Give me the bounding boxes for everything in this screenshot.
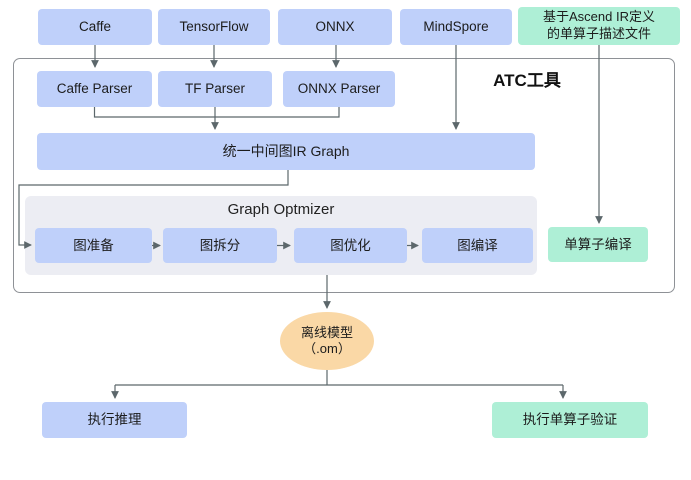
node-onnx-parser: ONNX Parser [283,71,395,107]
node-graph-optimize: 图优化 [294,228,407,263]
node-offline-model: 离线模型 （.om） [280,312,374,370]
atc-tool-container [13,58,675,293]
node-tensorflow: TensorFlow [158,9,270,45]
node-op-desc-file: 基于Ascend IR定义 的单算子描述文件 [518,7,680,45]
node-graph-compile: 图编译 [422,228,533,263]
node-mindspore: MindSpore [400,9,512,45]
op-desc-line1: 基于Ascend IR定义 [543,9,655,25]
node-graph-prepare: 图准备 [35,228,152,263]
node-caffe: Caffe [38,9,152,45]
node-caffe-parser: Caffe Parser [37,71,152,107]
atc-tool-title: ATC工具 [493,71,561,90]
node-graph-split: 图拆分 [163,228,277,263]
node-run-single-op-verify: 执行单算子验证 [492,402,648,438]
op-desc-line2: 的单算子描述文件 [546,26,651,41]
offline-model-line2: （.om） [303,341,351,356]
node-onnx: ONNX [278,9,392,45]
graph-optimizer-title: Graph Optmizer [227,201,335,218]
node-tf-parser: TF Parser [158,71,272,107]
offline-model-line1: 离线模型 [300,324,353,340]
node-single-op-compile: 单算子编译 [548,227,648,262]
node-ir-graph: 统一中间图IR Graph [37,133,535,170]
node-run-inference: 执行推理 [42,402,187,438]
